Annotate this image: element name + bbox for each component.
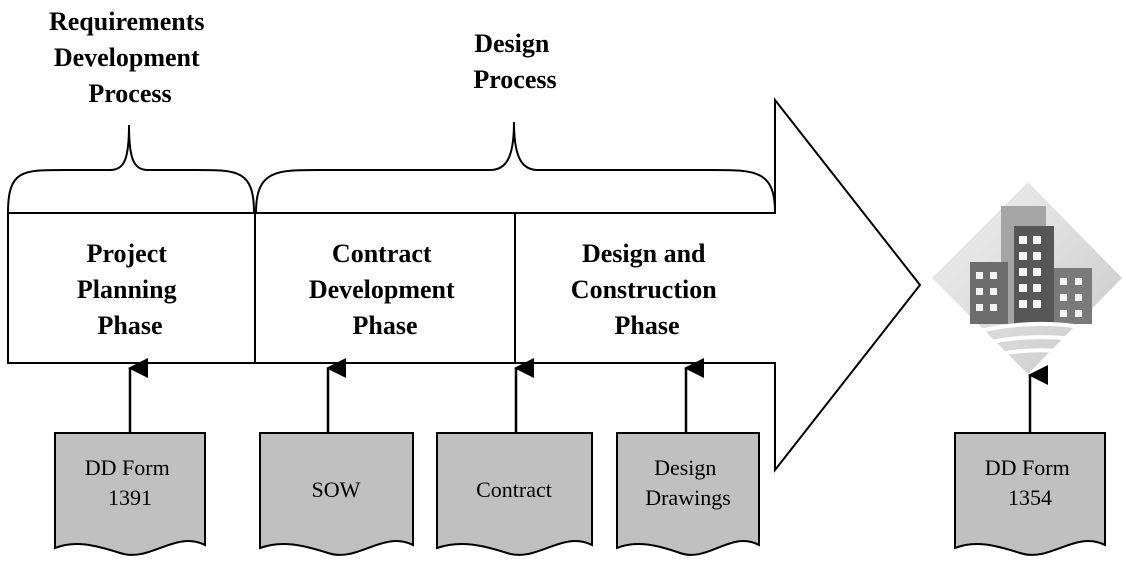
building-right bbox=[1054, 268, 1092, 324]
requirements-process-label: Requirements Development Process bbox=[49, 7, 211, 108]
building-windows bbox=[976, 236, 1082, 317]
document-label: Design Drawings bbox=[645, 455, 731, 510]
document-label: Contract bbox=[476, 477, 552, 502]
document-label: SOW bbox=[312, 477, 361, 502]
contract-development-phase-label: Contract Development Phase bbox=[309, 239, 461, 340]
requirements-brace bbox=[7, 124, 255, 214]
building-left bbox=[970, 262, 1008, 324]
ground-swoosh bbox=[943, 321, 1111, 347]
document-shape bbox=[436, 432, 593, 556]
design-drawings-document: Design Drawings bbox=[616, 358, 760, 556]
sow-document: SOW bbox=[259, 358, 414, 556]
document-shape bbox=[616, 432, 760, 556]
document-shape bbox=[54, 432, 206, 556]
document-shape bbox=[259, 432, 414, 556]
document-shape bbox=[954, 432, 1106, 556]
design-process-label: Design Process bbox=[473, 29, 556, 94]
ground-swoosh bbox=[950, 335, 1105, 358]
contract-document: Contract bbox=[436, 358, 593, 556]
document-label: DD Form 1391 bbox=[85, 455, 175, 510]
design-brace bbox=[255, 121, 776, 214]
dd-form-1391-document: DD Form 1391 bbox=[54, 358, 206, 556]
document-label: DD Form 1354 bbox=[985, 455, 1075, 510]
dd-form-1354-document: DD Form 1354 bbox=[954, 365, 1106, 556]
building-icon bbox=[932, 182, 1122, 374]
project-planning-phase-label: Project Planning Phase bbox=[77, 239, 183, 340]
ground-swoosh bbox=[961, 348, 1095, 368]
design-construction-phase-label: Design and Construction Phase bbox=[571, 239, 723, 340]
